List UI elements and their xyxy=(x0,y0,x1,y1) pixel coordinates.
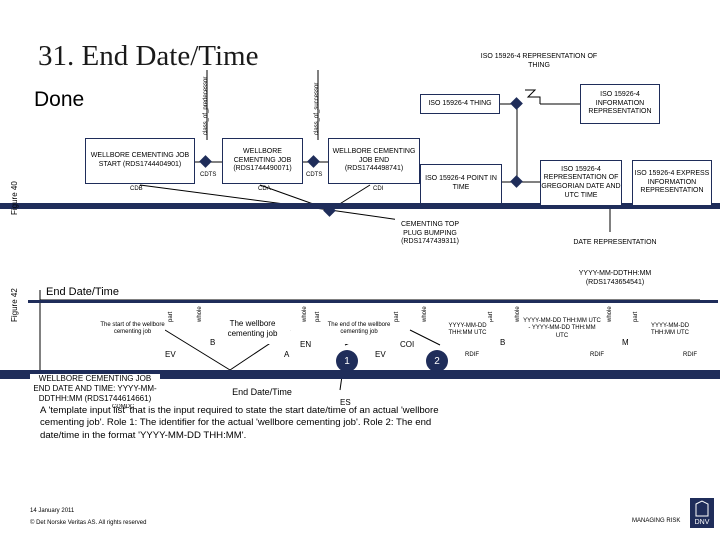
label-rdif: RDIF xyxy=(465,352,479,358)
iso-thing-label: ISO 15926-4 THING xyxy=(428,99,492,107)
label-m: M xyxy=(622,338,629,347)
top-plug-label: CEMENTING TOP PLUG BUMPING (RDS174743931… xyxy=(400,220,460,246)
iso-gregorian: ISO 15926-4 REPRESENTATION OF GREGORIAN … xyxy=(540,160,622,206)
footer-date: 14 January 2011 xyxy=(30,508,75,514)
dnv-logo-icon: DNV xyxy=(690,498,714,528)
slide-title: 31. End Date/Time xyxy=(38,40,259,72)
end-of-job: The end of the wellbore cementing job xyxy=(325,314,393,344)
whole-label-1: whole xyxy=(197,306,203,322)
class-of-predecessor-label: class_of_predecessor xyxy=(203,76,209,135)
footer-copyright: © Det Norske Veritas AS. All rights rese… xyxy=(30,520,147,526)
format-c: YYYY-MM-DD THH:MM UTC xyxy=(645,318,695,342)
part-label-3: part xyxy=(394,311,400,322)
part-label-2: part xyxy=(315,311,321,322)
job-box: WELLBORE CEMENTING JOB (RDS1744490071) xyxy=(222,138,303,184)
figure-label-42: Figure 42 xyxy=(10,288,19,322)
job-start-label: WELLBORE CEMENTING JOB START (RDS1744404… xyxy=(90,152,190,168)
role-circle-2-label: 2 xyxy=(434,355,440,367)
part-label-1: part xyxy=(168,311,174,322)
role-circle-2: 2 xyxy=(426,350,448,372)
dnv-logo-brand: DNV xyxy=(695,519,710,526)
iso-express-label: ISO 15926-4 EXPRESS INFORMATION REPRESEN… xyxy=(634,169,710,195)
iso-rep-of-thing-label: ISO 15926-4 REPRESENTATION OF THING xyxy=(480,53,598,69)
description-text: A 'template input list' that is the inpu… xyxy=(40,405,439,441)
format-c-label: YYYY-MM-DD THH:MM UTC xyxy=(650,322,690,337)
wellbore-job: The wellbore cementing job xyxy=(215,314,290,344)
edge-label-cda: CDA xyxy=(258,186,271,192)
end-job-datetime-label: WELLBORE CEMENTING JOB END DATE AND TIME… xyxy=(33,374,157,403)
label-a: A xyxy=(284,350,290,359)
job-end-label: WELLBORE CEMENTING JOB END (RDS174449874… xyxy=(332,147,416,173)
status-done: Done xyxy=(34,88,85,111)
label-ev: EV xyxy=(165,350,176,359)
start-of-job-label: The start of the wellbore cementing job xyxy=(100,321,165,336)
end-datetime-header: End Date/Time xyxy=(46,286,119,298)
end-datetime-box: End Date/Time xyxy=(218,380,306,406)
whole-label-4: whole xyxy=(515,306,521,322)
date-representation-label: DATE REPRESENTATION xyxy=(573,238,657,246)
format-b: YYYY-MM-DD THH:MM UTC - YYYY-MM-DD THH:M… xyxy=(522,314,602,344)
whole-label-5: whole xyxy=(607,306,613,322)
job-end-box: WELLBORE CEMENTING JOB END (RDS174449874… xyxy=(328,138,420,184)
part-label-5: part xyxy=(633,311,639,322)
class-of-successor-label: class_of_successor xyxy=(314,82,320,135)
edge-label-cdts-2: CDTS xyxy=(306,172,323,178)
format-b-label: YYYY-MM-DD THH:MM UTC - YYYY-MM-DD THH:M… xyxy=(523,317,601,339)
label-rdif-3: RDIF xyxy=(683,352,697,358)
top-plug-box: CEMENTING TOP PLUG BUMPING (RDS174743931… xyxy=(395,216,465,252)
figure-label-40: Figure 40 xyxy=(10,181,19,215)
iso-express: ISO 15926-4 EXPRESS INFORMATION REPRESEN… xyxy=(632,160,712,206)
edge-label-cdts: CDTS xyxy=(200,172,217,178)
iso-info-rep-label: ISO 15926-4 INFORMATION REPRESENTATION xyxy=(588,90,652,116)
dnv-logo: DNV xyxy=(690,498,714,528)
iso-thing: ISO 15926-4 THING xyxy=(420,94,500,114)
date-format-label: YYYY-MM-DDTHH:MM (RDS1743654541) xyxy=(578,270,652,286)
role-circle-1-label: 1 xyxy=(344,355,350,367)
edge-label-cdb: CDB xyxy=(130,186,143,192)
start-of-job: The start of the wellbore cementing job xyxy=(100,314,165,344)
label-ev-2: EV xyxy=(375,350,386,359)
iso-gregorian-label: ISO 15926-4 REPRESENTATION OF GREGORIAN … xyxy=(541,165,621,199)
end-datetime-box-label: End Date/Time xyxy=(232,387,292,398)
label-cdmdc: CDMDC xyxy=(112,404,135,410)
role-circle-1: 1 xyxy=(336,350,358,372)
label-b-2: B xyxy=(500,338,506,347)
wellbore-job-label: The wellbore cementing job xyxy=(227,319,278,338)
iso-point-in-time-label: ISO 15926-4 POINT IN TIME xyxy=(425,175,497,191)
whole-label-3: whole xyxy=(422,306,428,322)
end-job-datetime-box: WELLBORE CEMENTING JOB END DATE AND TIME… xyxy=(30,374,160,404)
end-of-job-label: The end of the wellbore cementing job xyxy=(327,321,391,336)
label-coi: COI xyxy=(400,340,415,349)
label-rdif-2: RDIF xyxy=(590,352,604,358)
edge-label-cdi: CDI xyxy=(373,186,384,192)
iso-rep-of-thing: ISO 15926-4 REPRESENTATION OF THING xyxy=(480,48,598,76)
footer-logo-text: MANAGING RISK xyxy=(632,518,681,524)
label-en: EN xyxy=(300,340,312,349)
label-es: ES xyxy=(340,398,351,407)
job-start-box: WELLBORE CEMENTING JOB START (RDS1744404… xyxy=(85,138,195,184)
whole-label-2: whole xyxy=(302,306,308,322)
iso-info-rep: ISO 15926-4 INFORMATION REPRESENTATION xyxy=(580,84,660,124)
format-a-label: YYYY-MM-DD THH:MM UTC xyxy=(448,322,487,337)
job-label: WELLBORE CEMENTING JOB (RDS1744490071) xyxy=(233,147,292,173)
format-a: YYYY-MM-DD THH:MM UTC xyxy=(445,318,490,342)
label-b: B xyxy=(210,338,216,347)
date-representation: DATE REPRESENTATION xyxy=(570,232,660,254)
iso-point-in-time: ISO 15926-4 POINT IN TIME xyxy=(420,164,502,204)
date-format-box: YYYY-MM-DDTHH:MM (RDS1743654541) xyxy=(565,266,665,292)
